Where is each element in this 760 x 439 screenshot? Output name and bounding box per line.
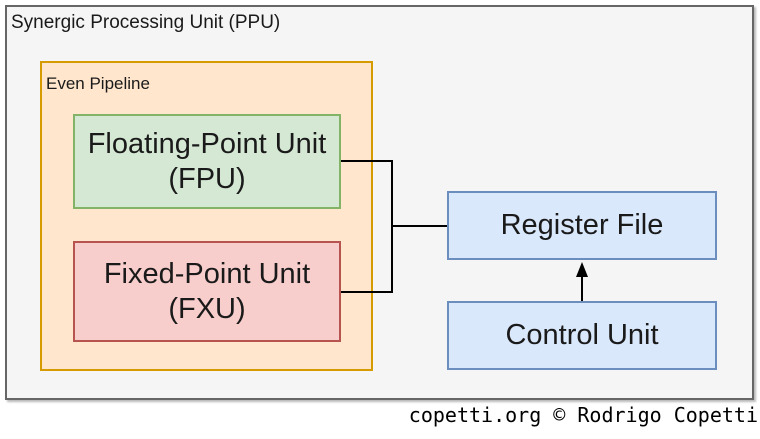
arrowhead-up-icon (576, 262, 588, 277)
control-unit-label: Control Unit (505, 319, 659, 351)
connector-fxu-stub (341, 291, 393, 293)
even-pipeline-box: Even Pipeline Floating-Point Unit (FPU) … (40, 61, 373, 371)
fpu-label: Floating-Point Unit (FPU) (87, 127, 327, 195)
fpu-box: Floating-Point Unit (FPU) (73, 114, 341, 209)
ppu-title: Synergic Processing Unit (PPU) (11, 12, 281, 33)
credit-text: copetti.org © Rodrigo Copetti (408, 403, 758, 427)
control-to-register-arrow (581, 276, 583, 301)
even-pipeline-label: Even Pipeline (46, 74, 150, 93)
register-file-box: Register File (447, 191, 717, 260)
fxu-label: Fixed-Point Unit (FXU) (103, 257, 311, 325)
connector-fpu-stub (341, 160, 393, 162)
ppu-box: Synergic Processing Unit (PPU) Even Pipe… (5, 5, 754, 400)
fxu-box: Fixed-Point Unit (FXU) (73, 241, 341, 342)
control-unit-box: Control Unit (447, 301, 717, 370)
connector-to-register-file (391, 225, 447, 227)
register-file-label: Register File (500, 209, 664, 241)
